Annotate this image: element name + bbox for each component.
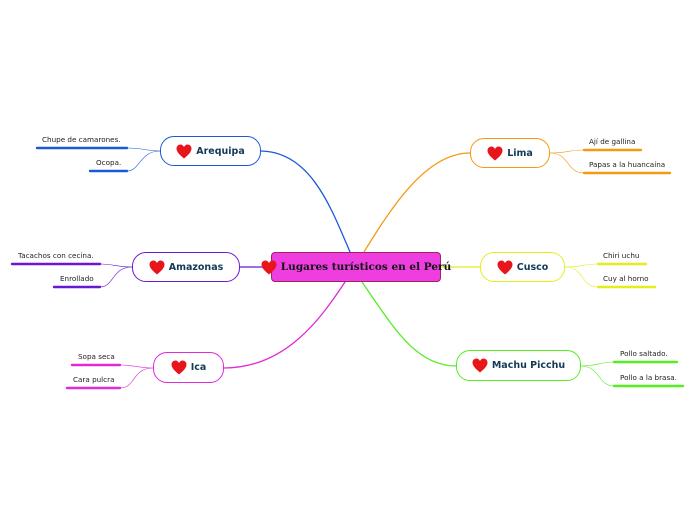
connector-ica [223, 281, 346, 369]
leaf-connector [126, 150, 161, 172]
branch-lima[interactable]: Lima [470, 138, 550, 168]
connector-lima [363, 152, 471, 253]
leaf-ocopa[interactable]: Ocopa. [96, 158, 122, 167]
connector-arequipa [260, 150, 351, 253]
heart-icon [487, 146, 503, 160]
leaf-aji-de-gallina[interactable]: Ají de gallina [589, 137, 636, 146]
leaf-chupe-de-camarones[interactable]: Chupe de camarones. [42, 135, 121, 144]
leaf-pollo-saltado[interactable]: Pollo saltado. [620, 349, 668, 358]
leaf-connector [549, 149, 585, 154]
leaf-enrollado[interactable]: Enrollado [60, 274, 94, 283]
heart-icon [497, 260, 513, 274]
leaf-papas-a-la-huancaina[interactable]: Papas a la huancaína [589, 160, 666, 169]
central-topic[interactable]: Lugares turísticos en el Perú [261, 252, 451, 282]
leaf-connector [564, 263, 599, 268]
branch-label: Ica [190, 362, 207, 373]
heart-icon [261, 260, 277, 274]
leaf-connector [119, 367, 154, 389]
connector-machu-picchu [361, 281, 457, 367]
heart-icon [176, 144, 192, 158]
leaf-cara-pulcra[interactable]: Cara pulcra [73, 375, 115, 384]
leaf-cuy-al-horno[interactable]: Cuy al horno [603, 274, 649, 283]
branch-cusco[interactable]: Cusco [480, 252, 565, 282]
leaf-tacachos-con-cecina[interactable]: Tacachos con cecina. [18, 251, 94, 260]
leaf-connector [580, 361, 615, 367]
branch-label: Amazonas [168, 261, 224, 273]
central-topic-label: Lugares turísticos en el Perú [280, 261, 452, 273]
branch-machu-picchu[interactable]: Machu Picchu [456, 350, 581, 381]
branch-label: Cusco [516, 261, 549, 273]
leaf-connector [126, 147, 161, 152]
leaf-connector [99, 266, 133, 288]
branch-label: Arequipa [196, 145, 245, 157]
heart-icon [149, 260, 165, 274]
heart-icon [472, 358, 488, 373]
branch-amazonas[interactable]: Amazonas [132, 252, 240, 282]
branch-label: Machu Picchu [491, 360, 566, 371]
leaf-connector [119, 364, 154, 369]
leaf-connector [549, 152, 585, 174]
leaf-pollo-a-la-brasa[interactable]: Pollo a la brasa. [620, 373, 677, 382]
leaf-chiri-uchu[interactable]: Chiri uchu [603, 251, 640, 260]
leaf-connector [580, 365, 615, 387]
branch-label: Lima [507, 147, 533, 159]
heart-icon [171, 360, 187, 375]
leaf-sopa-seca[interactable]: Sopa seca [78, 352, 115, 361]
branch-arequipa[interactable]: Arequipa [160, 136, 261, 166]
leaf-connector [99, 263, 133, 268]
leaf-connector [564, 266, 599, 288]
branch-ica[interactable]: Ica [153, 352, 224, 383]
